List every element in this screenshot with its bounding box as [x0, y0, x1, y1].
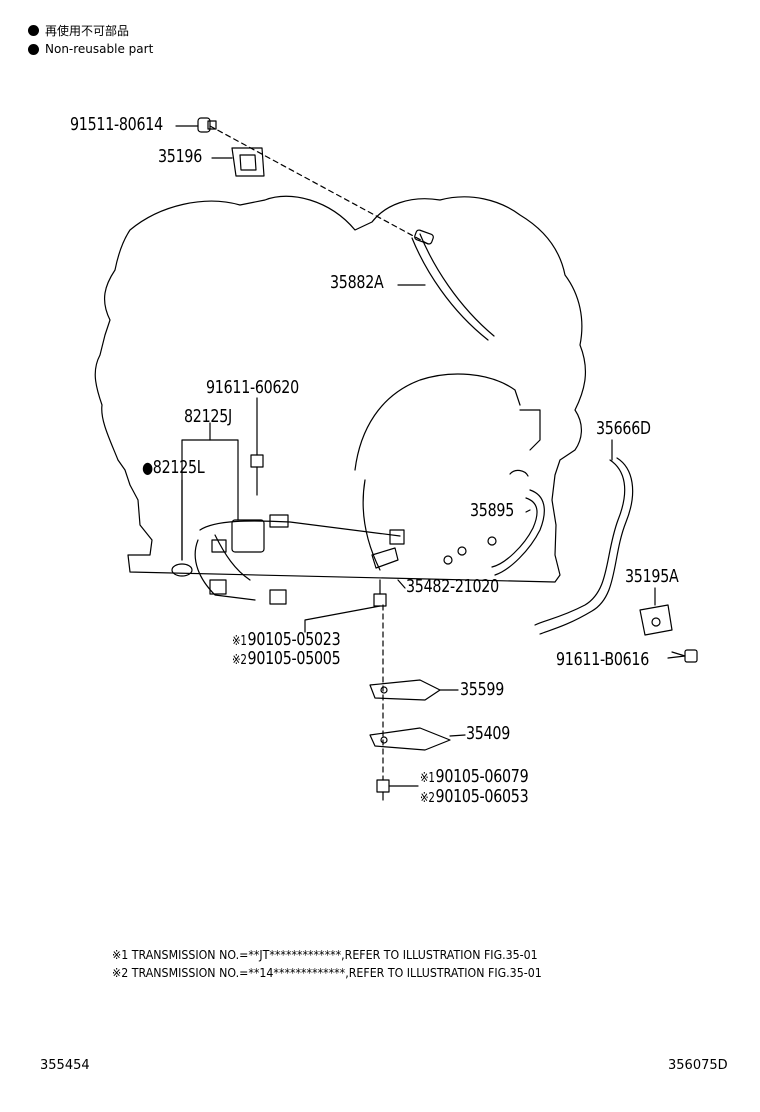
part-label-91511-80614: 91511-80614 — [70, 114, 163, 135]
legend-label-jp: 再使用不可部品 — [45, 24, 130, 38]
bolt-90105-05023-shape — [373, 579, 387, 607]
case-rim — [354, 373, 521, 471]
case-port-1 — [443, 555, 453, 565]
part-number-90105-06053: 90105-06053 — [435, 786, 529, 807]
illustration-code-left: 355454 — [40, 1058, 90, 1073]
case-flange — [519, 409, 541, 451]
harness-connector-small-5 — [211, 539, 227, 553]
part-label-35409: 35409 — [466, 723, 511, 744]
clamp-35195a-hole — [651, 617, 661, 627]
footnote-1: ※1 TRANSMISSION NO.=**JT*************,RE… — [112, 948, 538, 962]
bolt-91511-shape — [197, 117, 217, 133]
legend-non-reusable-jp: 再使用不可部品 — [28, 22, 129, 39]
part-label-90105-05005: ※290105-05005 — [232, 648, 341, 669]
case-port-2 — [457, 546, 467, 556]
leader-91611-b0616 — [667, 655, 686, 659]
bracket-35599-shape — [369, 679, 441, 701]
part-label-35895: 35895 — [470, 500, 515, 521]
part-label-35599: 35599 — [460, 679, 505, 700]
note-mark-2: ※2 — [232, 653, 247, 668]
part-label-35196: 35196 — [158, 146, 203, 167]
harness-connector-small-3 — [209, 579, 227, 595]
bracket-35409-hole — [380, 736, 388, 744]
bracket-35599-hole — [380, 686, 388, 694]
footnote-2: ※2 TRANSMISSION NO.=**14*************,RE… — [112, 966, 542, 980]
part-label-91611-b0616: 91611-B0616 — [556, 649, 650, 670]
legend-non-reusable-en: Non-reusable part — [28, 42, 153, 56]
hose-35666d-shape — [534, 459, 626, 626]
non-reusable-dot-icon: ● — [142, 458, 153, 477]
hose-35882a-shape — [411, 237, 489, 341]
hose-35666d-shape-2 — [539, 457, 634, 635]
harness-connector-box — [231, 519, 265, 553]
legend-label-en: Non-reusable part — [45, 42, 154, 56]
tube-35895-shape — [494, 489, 545, 576]
leader-35482 — [397, 579, 406, 589]
filled-circle-icon — [28, 25, 39, 36]
leader-35895 — [525, 509, 531, 513]
part-label-82125l: ●82125L — [142, 457, 205, 478]
part-label-90105-06079: ※190105-06079 — [420, 766, 529, 787]
bolt-90105-06079-shape — [376, 779, 390, 801]
case-inner-edge — [362, 479, 381, 571]
part-label-91611-60620: 91611-60620 — [206, 377, 299, 398]
clamp-35196-shape — [231, 147, 265, 177]
bolt-91611-60620-shape — [250, 454, 264, 496]
harness-connector-small-4 — [269, 589, 287, 605]
part-label-90105-06053: ※290105-06053 — [420, 786, 529, 807]
note-mark-2: ※2 — [420, 791, 435, 806]
harness-82125j-wire-2 — [194, 539, 256, 601]
harness-connector-small-1 — [269, 514, 289, 528]
harness-82125j-wire — [199, 520, 401, 537]
part-label-82125l-text: 82125L — [152, 457, 205, 478]
hose-35882a-fitting — [414, 229, 434, 245]
oring-82125l-shape — [171, 563, 193, 577]
tube-35895-shape-2 — [491, 497, 538, 568]
bracket-35482-shape — [371, 547, 399, 569]
leader-dashed-top — [209, 125, 431, 246]
case-port-3 — [487, 536, 497, 546]
harness-connector-small-2 — [389, 529, 405, 545]
part-label-90105-05023: ※190105-05023 — [232, 629, 341, 650]
note-mark-1: ※1 — [420, 771, 435, 786]
part-label-35882a: 35882A — [330, 272, 384, 293]
note-mark-1: ※1 — [232, 634, 247, 649]
bracket-35409-shape — [369, 727, 451, 751]
part-number-90105-05005: 90105-05005 — [247, 648, 341, 669]
illustration-code-right: 356075D — [668, 1058, 728, 1073]
clamp-35195a-shape — [639, 604, 673, 636]
hose-35882a-shape-2 — [419, 233, 495, 337]
part-label-82125j: 82125J — [184, 406, 232, 427]
part-number-90105-06079: 90105-06079 — [435, 766, 529, 787]
transmission-case-outline — [94, 195, 586, 583]
leader-90105-05023 — [304, 605, 381, 633]
part-label-35195a: 35195A — [625, 566, 679, 587]
part-number-90105-05023: 90105-05023 — [247, 629, 341, 650]
leader-35409 — [449, 734, 466, 737]
filled-circle-icon — [28, 43, 39, 55]
case-slot — [509, 469, 529, 477]
part-label-35666d: 35666D — [596, 418, 651, 439]
part-label-35482-21020: 35482-21020 — [406, 576, 499, 597]
